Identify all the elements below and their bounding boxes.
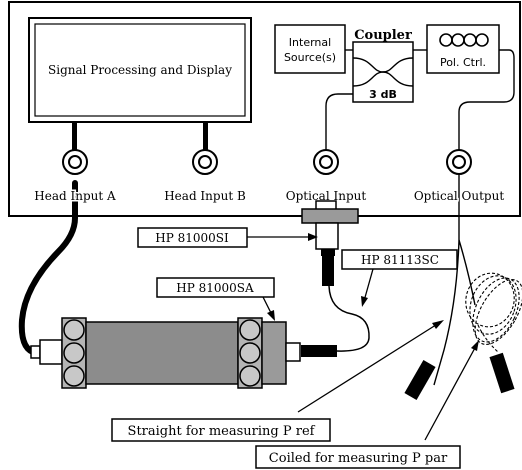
display-label: Signal Processing and Display bbox=[48, 63, 232, 77]
callout-81000sa: HP 81000SA bbox=[156, 277, 275, 321]
label-head-input-b: Head Input B bbox=[164, 189, 246, 203]
internal-fibers bbox=[325, 49, 515, 150]
pol-ctrl-box: Pol. Ctrl. bbox=[426, 24, 500, 74]
internal-source-label-2: Source(s) bbox=[284, 51, 336, 64]
note-coiled: Coiled for measuring P par bbox=[255, 340, 479, 469]
display-leg-b bbox=[203, 122, 208, 152]
callout-81113sc-text: HP 81113SC bbox=[361, 253, 439, 267]
label-optical-input: Optical Input bbox=[286, 189, 367, 203]
coiled-fiber bbox=[465, 272, 522, 353]
note-coiled-text: Coiled for measuring P par bbox=[269, 451, 448, 466]
output-fiber bbox=[433, 174, 476, 386]
coupler-ratio: 3 dB bbox=[369, 88, 397, 101]
callout-81113sc: HP 81113SC bbox=[341, 249, 458, 307]
patch-cable-plug bbox=[301, 345, 337, 357]
adapter-81000si bbox=[301, 200, 359, 286]
coupler-label: Coupler bbox=[354, 28, 412, 43]
callout-81000sa-text: HP 81000SA bbox=[176, 281, 254, 295]
internal-source-box: Internal Source(s) bbox=[274, 24, 346, 74]
note-straight: Straight for measuring P ref bbox=[111, 320, 444, 442]
internal-source-label-1: Internal bbox=[289, 36, 331, 49]
display-window: Signal Processing and Display bbox=[28, 17, 252, 123]
callout-81000si-text: HP 81000SI bbox=[155, 231, 229, 245]
display-leg-a bbox=[72, 122, 77, 152]
adapter-81000sa bbox=[261, 321, 301, 385]
straight-fiber-probe bbox=[404, 360, 436, 400]
sensor-cable bbox=[18, 180, 78, 356]
optical-head-sensor bbox=[30, 317, 263, 389]
coupler-box: Coupler 3 dB bbox=[352, 28, 414, 103]
callout-81000si: HP 81000SI bbox=[137, 227, 318, 248]
pol-ctrl-label: Pol. Ctrl. bbox=[440, 56, 486, 69]
connector-head-input-a[interactable] bbox=[62, 149, 88, 175]
connector-optical-input[interactable] bbox=[313, 149, 339, 175]
note-straight-text: Straight for measuring P ref bbox=[128, 424, 316, 439]
connector-optical-output[interactable] bbox=[446, 149, 472, 175]
label-optical-output: Optical Output bbox=[414, 189, 505, 203]
patch-cable-81113sc bbox=[328, 285, 370, 352]
label-head-input-a: Head Input A bbox=[34, 189, 116, 203]
coiled-fiber-probe bbox=[489, 352, 515, 394]
connector-head-input-b[interactable] bbox=[192, 149, 218, 175]
